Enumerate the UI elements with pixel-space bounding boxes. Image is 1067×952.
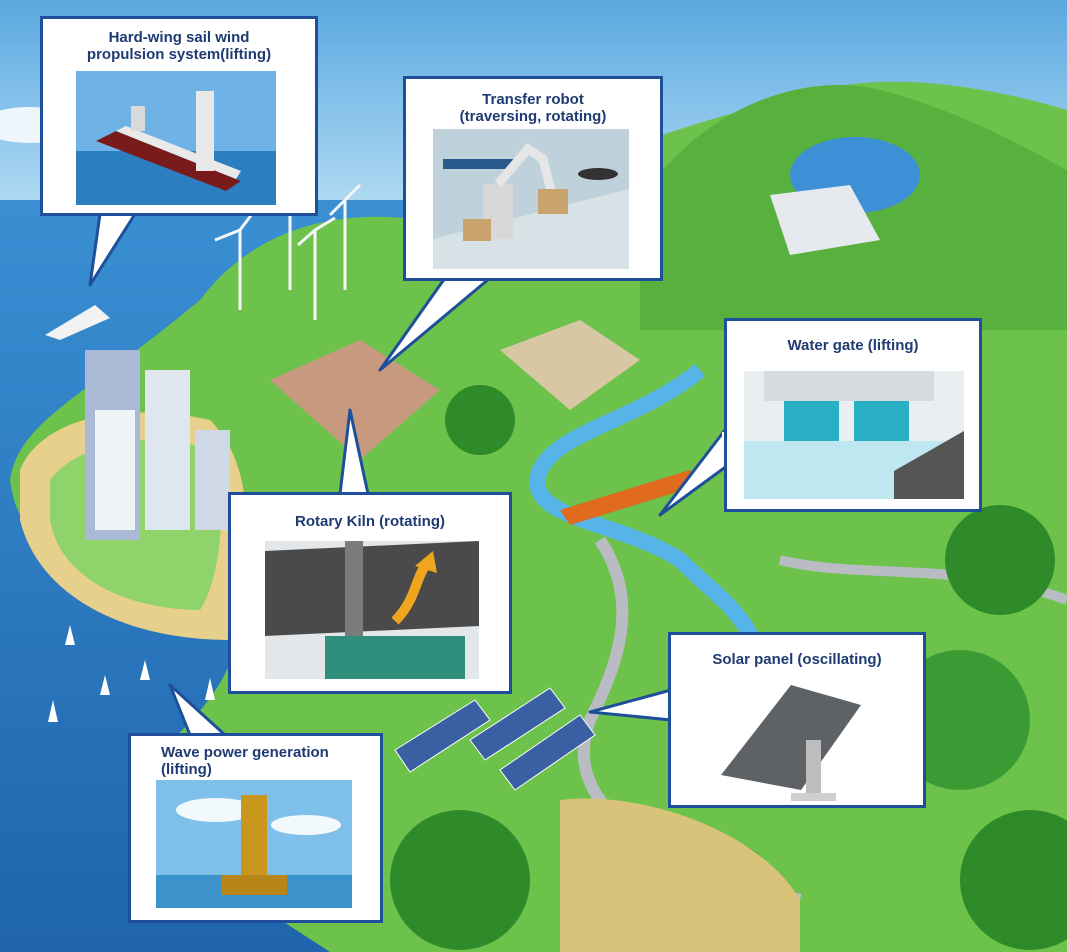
callout-title: Water gate (lifting) (787, 337, 919, 354)
callout-title: Solar panel (oscillating) (712, 651, 882, 668)
kiln-icon (265, 541, 479, 636)
callout-title: (lifting) (161, 761, 212, 778)
sail-wing (196, 91, 214, 171)
skyscraper (145, 370, 190, 530)
sailboat (48, 625, 215, 722)
forest (445, 385, 515, 455)
rotation-arrow-icon (391, 563, 430, 625)
wave-buoy-photo (156, 780, 352, 908)
solar-tracker-photo (711, 675, 891, 803)
callout-title: Rotary Kiln (rotating) (295, 513, 445, 530)
skyscraper (95, 410, 135, 530)
solar-tracker-icon (721, 685, 861, 790)
sail-ship-photo (76, 71, 276, 205)
callout-solar-panel: Solar panel (oscillating) (668, 632, 926, 808)
callout-wave-power: Wave power generation (lifting) (128, 733, 383, 923)
ship-icon (45, 305, 110, 340)
rotary-kiln-photo (265, 541, 479, 679)
forest (945, 505, 1055, 615)
callout-transfer-robot: Transfer robot (traversing, rotating) (403, 76, 663, 281)
callout-sail-propulsion: Hard-wing sail wind propulsion system(li… (40, 16, 318, 216)
solar-farm-site (500, 320, 640, 410)
callout-rotary-kiln: Rotary Kiln (rotating) (228, 492, 512, 694)
callout-water-gate: Water gate (lifting) (724, 318, 982, 512)
skyscraper (195, 430, 230, 530)
solar-array (394, 687, 596, 791)
callout-title: Hard-wing sail wind (108, 29, 250, 46)
buoy-icon (241, 795, 267, 885)
dam-icon (764, 371, 934, 401)
callout-title: (traversing, rotating) (459, 108, 607, 125)
callout-title: Wave power generation (161, 744, 329, 761)
factory-site (270, 340, 440, 460)
ship-icon (96, 131, 241, 191)
callout-title: propulsion system(lifting) (86, 46, 272, 63)
forest (960, 810, 1067, 950)
transfer-robot-photo (433, 129, 629, 269)
dam-icon (770, 185, 880, 255)
forest (390, 810, 530, 950)
water-gate-photo (744, 371, 964, 499)
train (560, 470, 700, 525)
field (560, 798, 800, 952)
callout-title: Transfer robot (482, 91, 584, 108)
